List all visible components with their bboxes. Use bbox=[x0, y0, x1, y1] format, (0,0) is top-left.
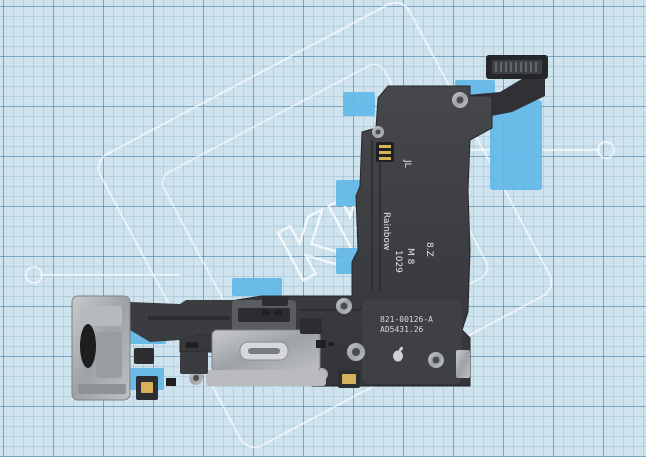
apple-logo-icon bbox=[393, 346, 403, 362]
part-number-label: 821-00126-A bbox=[380, 315, 433, 324]
smd-components bbox=[166, 310, 334, 386]
sensor-pad bbox=[376, 142, 394, 162]
lower-board bbox=[362, 300, 462, 384]
serial-label: AD5431.26 bbox=[380, 325, 424, 334]
flex-tail bbox=[130, 300, 236, 342]
silkscreen-mark-2: 1029 bbox=[393, 250, 403, 273]
headphone-jack bbox=[71, 295, 131, 401]
handwritten-mark-1: JL bbox=[402, 159, 412, 168]
microphone-modules bbox=[134, 348, 470, 400]
silkscreen-mark-1: M 8 bbox=[405, 248, 415, 265]
silkscreen-mark-3: Rainbow bbox=[381, 212, 391, 250]
handwritten-mark-2: 8.Z bbox=[424, 242, 434, 257]
